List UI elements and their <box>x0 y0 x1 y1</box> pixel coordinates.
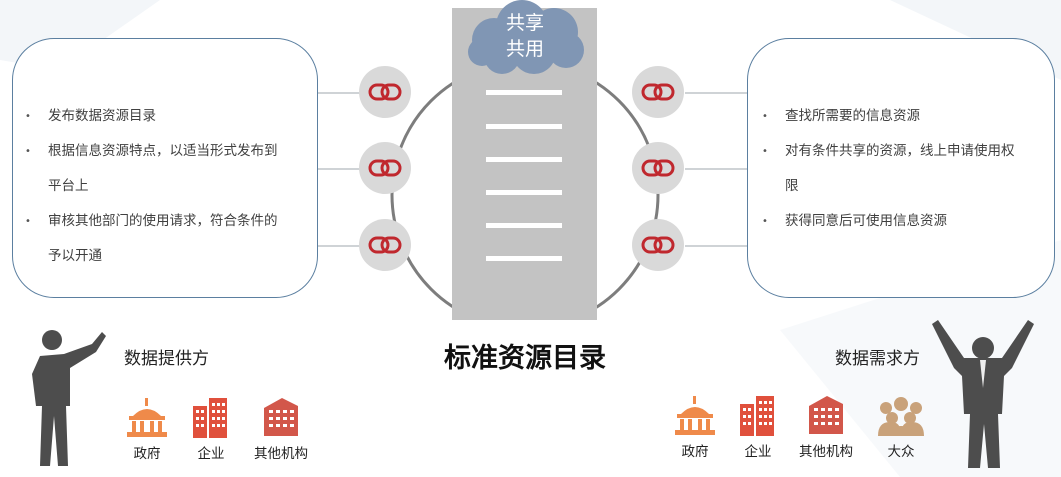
list-item: •根据信息资源特点，以适当形式发布到 <box>25 143 278 159</box>
tower-shelf <box>486 124 562 129</box>
page-title: 标准资源目录 <box>444 343 606 374</box>
entity-institution: 其他机构 <box>791 394 861 460</box>
entity-government: 政府 <box>112 398 182 462</box>
person-pointing-icon <box>32 330 106 466</box>
consumer-panel: •查找所需要的信息资源 •对有条件共享的资源，线上申请使用权 限 •获得同意后可… <box>747 38 1055 298</box>
list-item: •获得同意后可使用信息资源 <box>762 213 947 229</box>
entity-government: 政府 <box>660 396 730 460</box>
tower-shelf <box>486 190 562 195</box>
list-item: 限 <box>785 178 799 194</box>
provider-list: •发布数据资源目录 •根据信息资源特点，以适当形式发布到 平台上 •审核其他部门… <box>25 99 309 274</box>
government-building-icon <box>127 398 167 437</box>
chain-link-icon <box>359 142 411 194</box>
connector-line <box>685 245 747 247</box>
list-item: 予以开通 <box>48 248 102 264</box>
list-item: •发布数据资源目录 <box>25 108 156 124</box>
connector-line <box>318 168 368 170</box>
tower-shelf <box>486 256 562 261</box>
chain-link-icon <box>359 219 411 271</box>
connector-line <box>685 168 747 170</box>
tower-shelf <box>486 157 562 162</box>
tower-shelf <box>486 90 562 95</box>
tower-shelf <box>486 223 562 228</box>
office-buildings-icon <box>193 398 227 438</box>
person-cheering-icon <box>932 320 1034 468</box>
crowd-icon <box>878 397 924 436</box>
provider-title: 数据提供方 <box>124 349 209 369</box>
chain-link-icon <box>359 66 411 118</box>
entity-enterprise: 企业 <box>176 398 246 462</box>
office-buildings-icon <box>740 396 774 436</box>
chain-link-icon <box>632 219 684 271</box>
connector-line <box>318 245 368 247</box>
list-item: 平台上 <box>48 178 89 194</box>
entity-institution: 其他机构 <box>246 396 316 462</box>
chain-link-icon <box>632 142 684 194</box>
institution-building-icon <box>264 398 298 436</box>
government-building-icon <box>675 396 715 435</box>
list-item: •查找所需要的信息资源 <box>762 108 920 124</box>
cloud-icon <box>468 0 584 74</box>
chain-link-icon <box>632 66 684 118</box>
entity-enterprise: 企业 <box>723 396 793 460</box>
consumer-list: •查找所需要的信息资源 •对有条件共享的资源，线上申请使用权 限 •获得同意后可… <box>762 99 1046 239</box>
list-item: •审核其他部门的使用请求，符合条件的 <box>25 213 278 229</box>
provider-panel: •发布数据资源目录 •根据信息资源特点，以适当形式发布到 平台上 •审核其他部门… <box>12 38 318 298</box>
consumer-title: 数据需求方 <box>835 349 920 369</box>
list-item: •对有条件共享的资源，线上申请使用权 <box>762 143 1015 159</box>
cloud-label: 共享 共用 <box>505 12 544 60</box>
institution-building-icon <box>809 396 843 434</box>
connector-line <box>685 92 747 94</box>
connector-line <box>318 92 368 94</box>
entity-public: 大众 <box>866 396 936 460</box>
